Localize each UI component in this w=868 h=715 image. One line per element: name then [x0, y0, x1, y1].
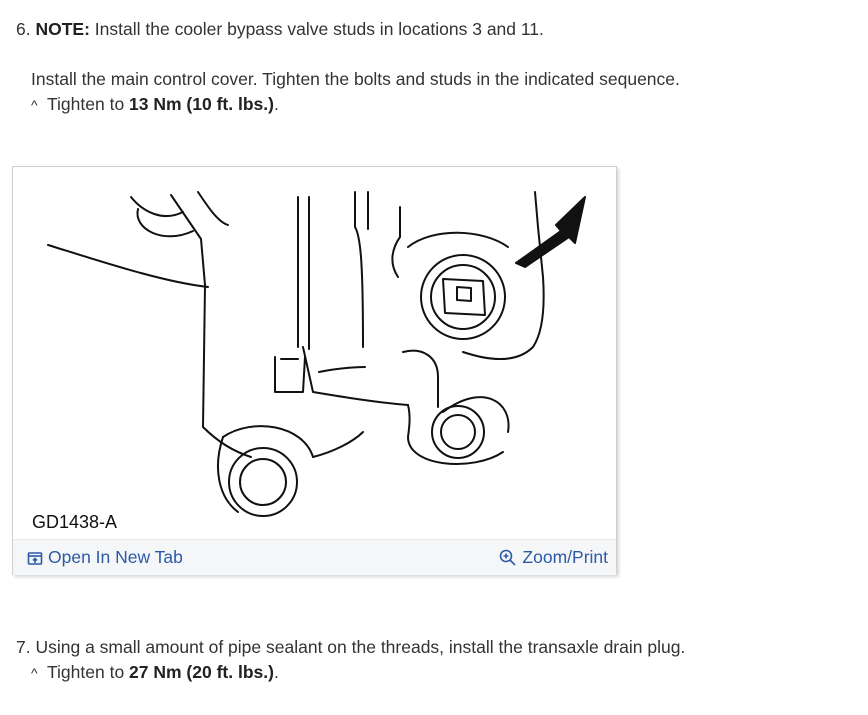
figure-card: GD1438-A Open In New Tab Zoom/Print	[12, 166, 617, 575]
zoom-print-label: Zoom/Print	[522, 547, 608, 567]
note-label: NOTE:	[35, 19, 90, 39]
figure-toolbar: Open In New Tab Zoom/Print	[13, 539, 616, 575]
step-7: 7. Using a small amount of pipe sealant …	[16, 636, 685, 658]
step-6-note: 6. NOTE: Install the cooler bypass valve…	[16, 18, 544, 40]
zoom-magnifier-icon	[500, 549, 516, 566]
caret-bullet: ^	[31, 97, 38, 113]
torque-suffix: .	[273, 662, 279, 682]
step-6-body: Install the main control cover. Tighten …	[31, 69, 680, 89]
step-number: 6.	[16, 19, 31, 39]
zoom-print-link[interactable]: Zoom/Print	[499, 547, 608, 568]
transaxle-cover-illustration	[47, 191, 586, 517]
caret-bullet: ^	[31, 665, 38, 681]
torque-prefix: Tighten to	[47, 662, 130, 682]
step-7-torque-spec: ^ Tighten to 27 Nm (20 ft. lbs.).	[31, 661, 279, 684]
torque-prefix: Tighten to	[47, 94, 130, 114]
step-number: 7.	[16, 637, 31, 657]
torque-value: 13 Nm (10 ft. lbs.)	[129, 94, 274, 114]
open-new-tab-icon	[27, 551, 43, 565]
torque-suffix: .	[273, 94, 279, 114]
step-6-torque-spec: ^ Tighten to 13 Nm (10 ft. lbs.).	[31, 93, 279, 116]
torque-value: 27 Nm (20 ft. lbs.)	[129, 662, 274, 682]
note-text: Install the cooler bypass valve studs in…	[89, 19, 544, 39]
open-in-new-tab-label: Open In New Tab	[48, 547, 183, 567]
open-in-new-tab-link[interactable]: Open In New Tab	[27, 547, 183, 568]
step-7-text: Using a small amount of pipe sealant on …	[30, 637, 686, 657]
figure-id-label: GD1438-A	[32, 512, 118, 532]
